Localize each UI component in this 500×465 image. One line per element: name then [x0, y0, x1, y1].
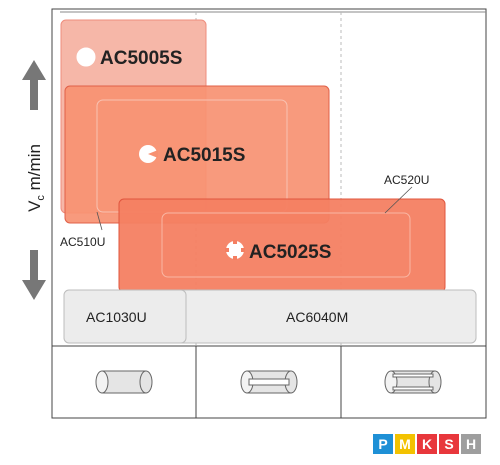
badge-p: P [373, 434, 393, 454]
continuous-cut-cylinder-icon [95, 370, 153, 394]
badge-h: H [461, 434, 481, 454]
y-axis-subscript: c [35, 195, 47, 201]
light-interrupted-cylinder-icon [240, 370, 298, 394]
ac5025s-marker [225, 240, 245, 260]
heavy-interrupted-cylinder-icon [384, 370, 442, 394]
ac5005s-label: AC5005S [100, 48, 182, 69]
ac520u-region [161, 212, 411, 278]
ac510u-leader [96, 211, 103, 231]
ac5015s-label: AC5015S [163, 145, 245, 166]
ac5005s-marker [76, 47, 96, 67]
y-axis-label: Vc m/min [25, 144, 47, 212]
svg-text:Vc m/min: Vc m/min [25, 144, 47, 212]
ac520u-leader [384, 186, 413, 214]
up-arrow-icon [22, 60, 46, 110]
badge-k: K [417, 434, 437, 454]
ac1030u-label: AC1030U [86, 309, 147, 325]
badge-s: S [439, 434, 459, 454]
ac510u-label: AC510U [60, 235, 105, 249]
badge-m: M [395, 434, 415, 454]
ac6040m-label: AC6040M [286, 309, 348, 325]
ac1030u-region [63, 289, 187, 344]
y-axis-v: V [25, 200, 44, 212]
ac520u-label: AC520U [384, 173, 429, 187]
y-axis-unit: m/min [25, 144, 44, 195]
down-arrow-icon [22, 250, 46, 300]
ac5025s-label: AC5025S [249, 242, 331, 263]
ac5015s-marker [139, 145, 158, 163]
material-badges: P M K S H [373, 434, 481, 454]
